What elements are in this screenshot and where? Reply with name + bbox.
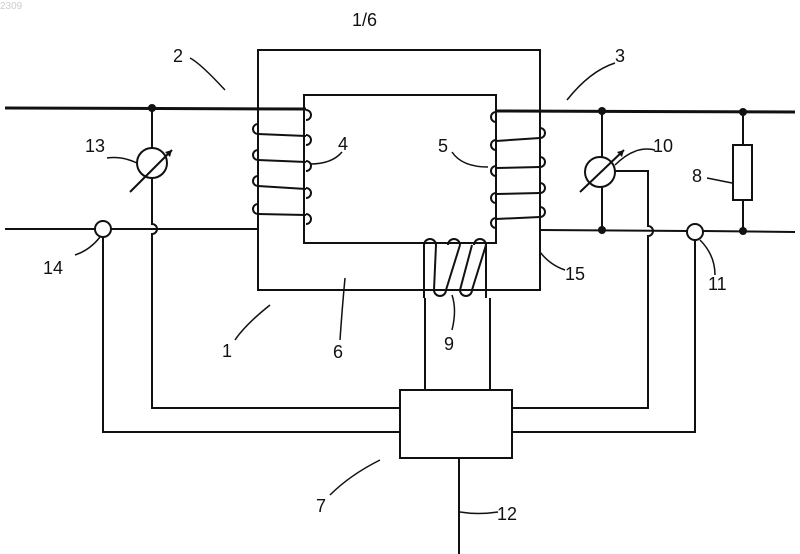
label-14: 14	[43, 258, 63, 278]
sheet-number: 1/6	[352, 10, 377, 30]
label-9: 9	[444, 334, 454, 354]
resistor-8	[733, 145, 752, 200]
leader-lines	[75, 58, 732, 514]
label-12: 12	[497, 504, 517, 524]
label-4: 4	[338, 134, 348, 154]
coil-4	[253, 110, 311, 224]
coil-5	[491, 112, 545, 228]
label-15: 15	[565, 264, 585, 284]
label-8: 8	[692, 166, 702, 186]
label-1: 1	[222, 341, 232, 361]
control-unit-box	[400, 390, 512, 458]
label-5: 5	[438, 136, 448, 156]
sensor-11-icon	[687, 224, 703, 240]
reference-numerals: 1 2 3 4 5 6 7 8 9 10 11 12 13 14 15	[43, 46, 727, 524]
coil-9	[424, 239, 490, 390]
label-11: 11	[708, 274, 727, 294]
transformer-core	[258, 50, 540, 290]
label-2: 2	[173, 46, 183, 66]
sensor-14-icon	[95, 221, 111, 237]
watermark: 2309	[0, 1, 23, 12]
label-10: 10	[653, 136, 673, 156]
label-6: 6	[333, 342, 343, 362]
label-3: 3	[615, 46, 625, 66]
label-13: 13	[85, 136, 105, 156]
label-7: 7	[316, 496, 326, 516]
